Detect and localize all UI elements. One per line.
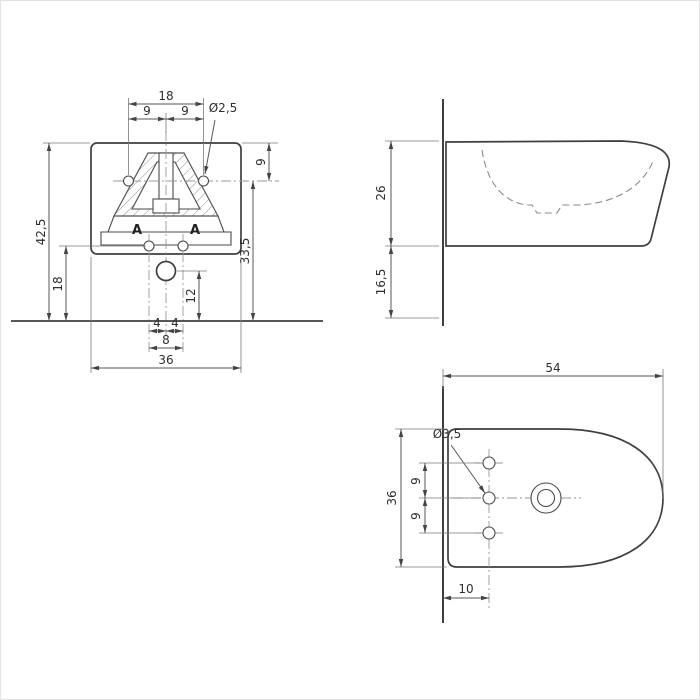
dim-front-offset-right: 9 <box>181 104 189 118</box>
fixing-hole-upper <box>482 456 496 470</box>
dim-side-body-height: 26 <box>374 185 388 200</box>
upper-fixing-hole-right <box>197 175 210 187</box>
dim-front-lower-spacing-right: 4 <box>171 316 179 330</box>
dim-front-lower-hole-spacing: 8 <box>162 333 170 347</box>
basin-hidden-contour <box>481 149 655 214</box>
dim-top-fixing-hole-diameter: Ø3,5 <box>433 427 462 441</box>
drain-hole <box>155 260 177 282</box>
dim-front-lower-spacing-left: 4 <box>153 316 161 330</box>
dim-side-bottom-clearance: 16,5 <box>374 269 388 296</box>
leader-hole-diameter <box>204 119 216 175</box>
dim-front-holes-to-floor: 33,5 <box>238 238 252 265</box>
front-view: A A 18 9 9 Ø2,5 9 33,5 42,5 18 <box>11 89 323 373</box>
dim-top-overall-depth: 36 <box>385 490 399 505</box>
dim-front-hole-diameter: Ø2,5 <box>209 101 238 115</box>
fixing-hole-lower <box>482 526 496 540</box>
upper-fixing-hole-left <box>122 175 135 187</box>
marker-a-right: A <box>190 223 200 238</box>
bracket-bottom-rail <box>100 231 232 246</box>
dim-top-fixing-offset-lower: 9 <box>409 512 423 520</box>
dim-front-drain-to-floor: 12 <box>184 288 198 303</box>
top-view: Ø3,5 54 36 9 9 10 <box>385 361 664 623</box>
dim-front-hole-spacing: 18 <box>158 89 173 103</box>
dim-top-overall-length: 54 <box>545 361 560 375</box>
dim-front-top-to-holes: 9 <box>254 158 268 166</box>
dim-top-wall-to-fixing: 10 <box>458 582 473 596</box>
dim-front-lower-holes-to-floor: 18 <box>51 276 65 291</box>
fixing-hole-middle <box>482 491 496 505</box>
dim-front-total-height: 42,5 <box>34 219 48 246</box>
bracket-foot-right <box>217 215 225 233</box>
faucet-hole-inner <box>536 488 556 508</box>
side-view: 26 16,5 <box>374 99 671 326</box>
lower-fixing-hole-right <box>177 240 189 252</box>
dim-front-offset-left: 9 <box>143 104 151 118</box>
bidet-side-profile <box>445 140 671 247</box>
marker-a-left: A <box>132 223 142 238</box>
dim-front-overall-width: 36 <box>158 353 173 367</box>
leader-fixing-hole-diameter <box>450 444 486 494</box>
dim-top-fixing-offset-upper: 9 <box>409 477 423 485</box>
bracket-foot-left <box>107 215 115 233</box>
